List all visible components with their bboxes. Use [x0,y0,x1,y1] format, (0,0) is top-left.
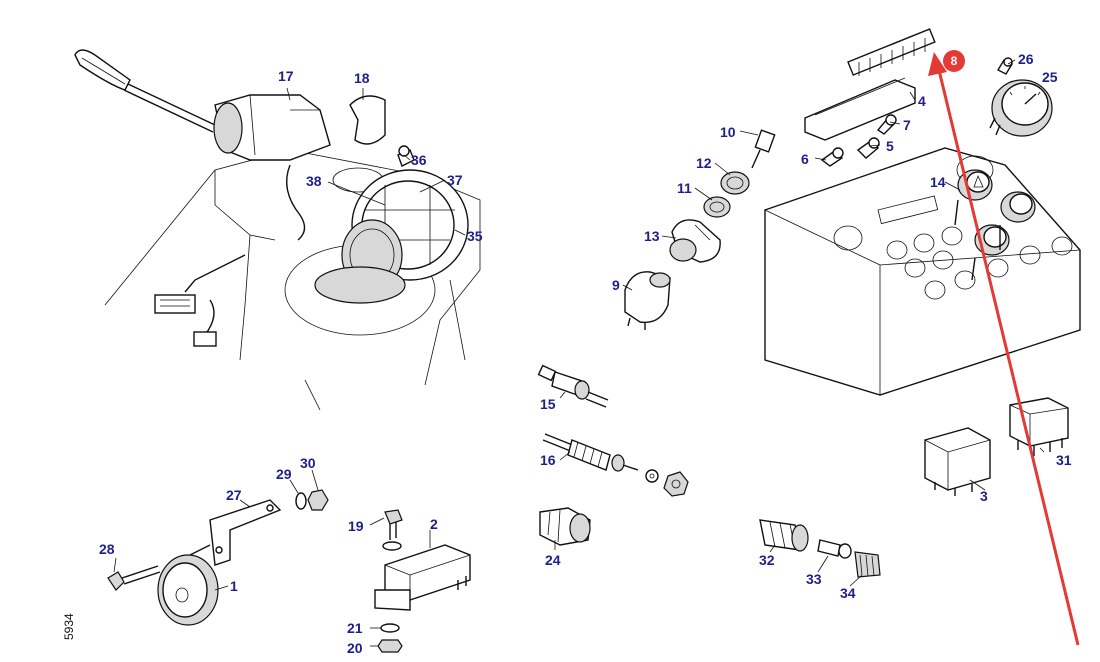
relay-3 [924,427,991,496]
part-label-37: 37 [447,172,463,188]
part-label-29: 29 [276,466,292,482]
gauge-bulb [997,57,1013,75]
leader-lines [113,59,1045,647]
ignition-ring-assembly [314,169,469,304]
part-label-1: 1 [230,578,238,594]
part-label-36: 36 [411,152,427,168]
flasher-unit [374,509,471,653]
indicator-lever-switch [74,49,331,161]
small-bulb [397,145,415,167]
dashboard-panel [764,147,1081,396]
lock-nut [720,171,750,195]
part-label-38: 38 [306,173,322,189]
part-label-27: 27 [226,487,242,503]
part-label-21: 21 [347,620,363,636]
part-label-6: 6 [801,151,809,167]
nut-30 [307,489,329,511]
part-label-11: 11 [677,180,692,196]
part-label-15: 15 [540,396,556,412]
part-label-3: 3 [980,488,988,504]
part-label-19: 19 [348,518,364,534]
highlight-badge: 8 [943,50,965,72]
instrument-gauge [989,79,1053,137]
lamp-socket-assembly [759,519,881,578]
part-label-28: 28 [99,541,115,557]
part-label-32: 32 [759,552,775,568]
drawing-reference-code: 5934 [62,613,76,640]
starter-switch [624,271,671,330]
relay-31 [1009,397,1069,456]
ignition-key [751,129,776,169]
retaining-clip [349,95,386,145]
part-label-14: 14 [930,174,946,190]
horn-bracket [209,499,282,566]
glow-plug [542,433,689,497]
part-label-34: 34 [840,585,856,601]
part-label-5: 5 [886,138,894,154]
part-label-18: 18 [354,70,370,86]
callout-arrow [928,52,1080,646]
washer-29 [295,492,307,510]
pressure-sender [539,507,591,546]
washer [703,196,731,218]
part-label-2: 2 [430,516,438,532]
warning-lamp-strip [804,28,936,141]
part-label-30: 30 [300,455,316,471]
part-label-33: 33 [806,571,822,587]
part-label-10: 10 [720,124,736,140]
part-label-9: 9 [612,277,620,293]
horn [157,544,219,626]
part-label-17: 17 [278,68,294,84]
part-label-7: 7 [903,117,911,133]
wiring-harness-connector [154,164,306,347]
part-label-35: 35 [467,228,483,244]
part-label-26: 26 [1018,51,1034,67]
part-label-4: 4 [918,93,926,109]
part-label-20: 20 [347,640,363,656]
part-label-31: 31 [1056,452,1072,468]
bulb-holders [820,114,897,167]
part-label-12: 12 [696,155,712,171]
bolt-28 [107,565,161,591]
part-label-24: 24 [545,552,561,568]
part-label-13: 13 [644,228,660,244]
temperature-sensor [537,364,609,408]
part-label-16: 16 [540,452,556,468]
part-label-25: 25 [1042,69,1058,85]
ignition-switch-body [669,219,721,263]
